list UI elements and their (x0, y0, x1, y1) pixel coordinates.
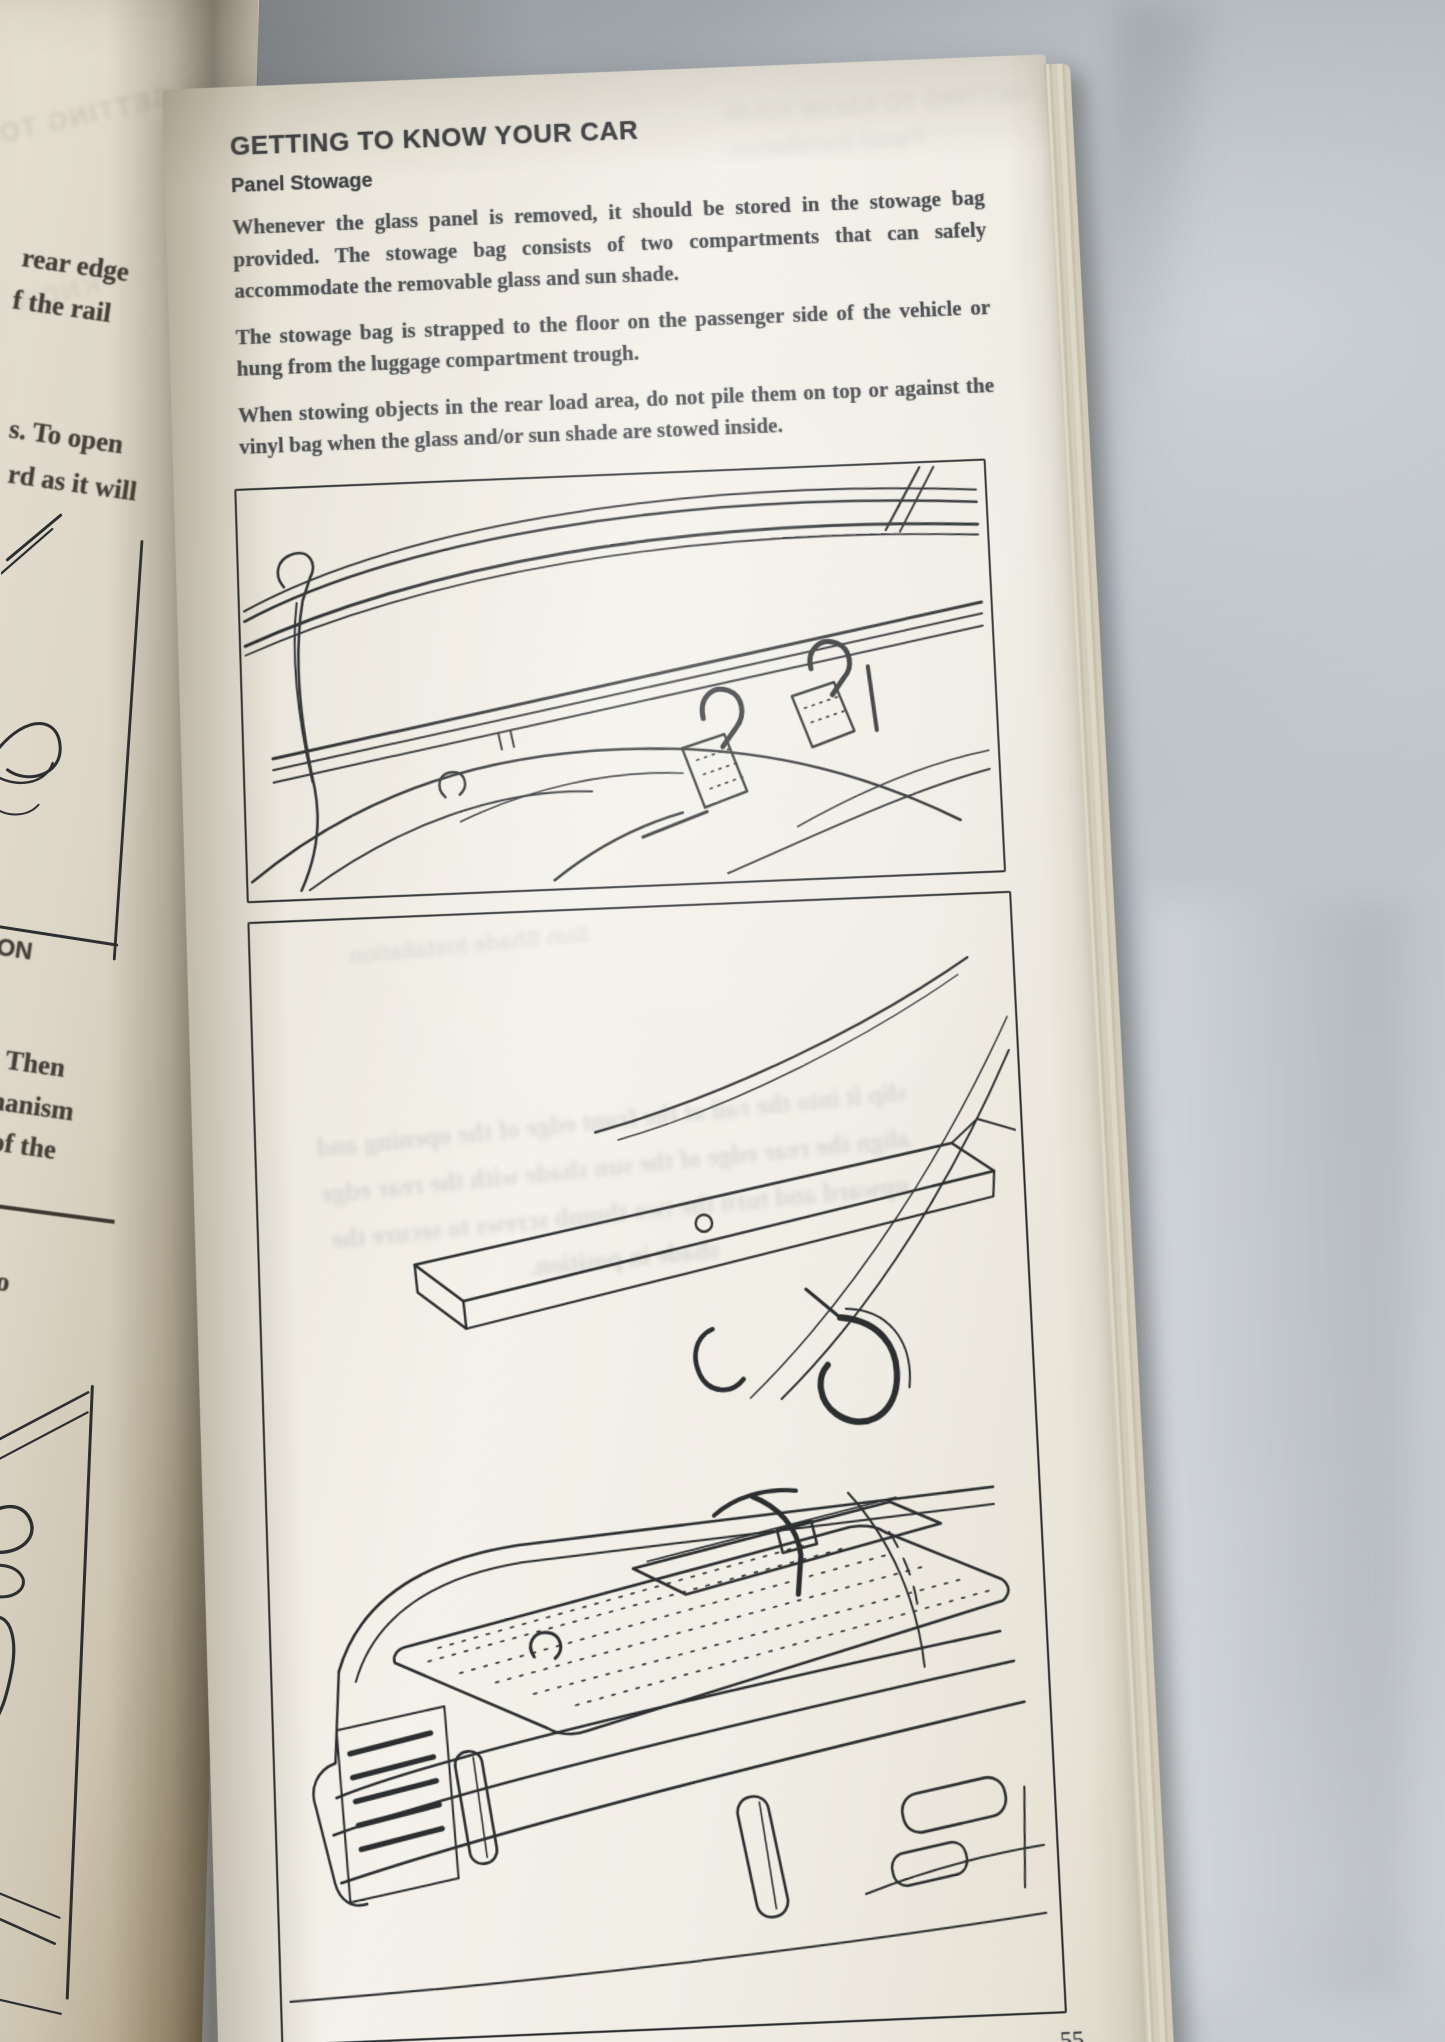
left-page-fragment: rd as it will (6, 458, 139, 507)
left-page-fragment: of the (0, 1126, 59, 1165)
rear-load-area-drawing (249, 893, 1059, 2038)
left-page-figure-fragment (0, 1384, 94, 2015)
left-page-rule (0, 1202, 115, 1224)
left-page-fragment: to (0, 1264, 12, 1298)
manual-page: GETTING TO KNOW YOUR Panel Installation … (162, 54, 1154, 2042)
left-page-fragment: hanism (0, 1084, 76, 1127)
left-page-fragment: s. To open (7, 413, 126, 460)
paragraph: Whenever the glass panel is removed, it … (232, 185, 987, 303)
page-content: GETTING TO KNOW YOUR CAR Panel Stowage W… (229, 101, 1075, 2042)
paragraph: The stowage bag is strapped to the floor… (235, 294, 991, 381)
stowage-bag-hanging-illustration (234, 457, 1007, 903)
paragraph: When stowing objects in the rear load ar… (237, 372, 995, 460)
left-page-figure-fragment (0, 513, 144, 961)
page-number: 55 (1059, 2025, 1085, 2042)
left-page-ghost-text: GETTING TO (0, 80, 176, 149)
stowage-bag-floor-illustration: Sun Shade Installation slip it into the … (247, 890, 1067, 2042)
left-page: GETTING TO KNOW rear edge f the rail s. … (0, 0, 261, 2042)
left-page-fragment: Then (3, 1044, 68, 1083)
stowage-bag-hanging-drawing (236, 460, 998, 895)
